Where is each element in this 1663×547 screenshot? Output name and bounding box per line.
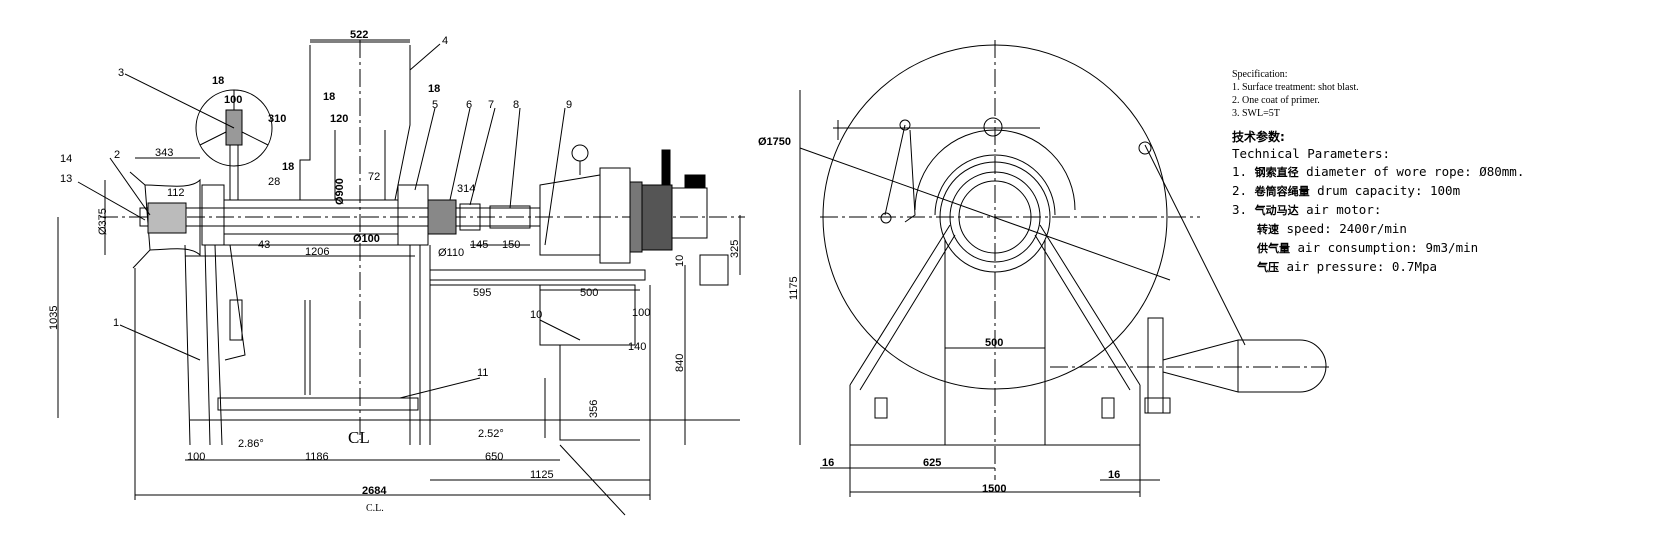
dim-72: 72 [368, 171, 380, 183]
specification-item: 2. One coat of primer. [1232, 95, 1320, 106]
technical-title-en: Technical Parameters: [1232, 146, 1391, 161]
dim-1125: 1125 [530, 469, 554, 481]
technical-subrow: 气压 air pressure: 0.7Mpa [1232, 258, 1652, 277]
dim-side-500: 500 [985, 337, 1003, 349]
subrow-label-cn: 气压 [1257, 261, 1279, 274]
row-number: 3. [1232, 202, 1248, 217]
dim-43: 43 [258, 239, 270, 251]
dim-314: 314 [457, 183, 475, 195]
row-number: 2. [1232, 183, 1248, 198]
centre-line-label: CL [348, 428, 370, 447]
technical-row: 1. 钢索直径 diameter of wore rope: Ø80mm. [1232, 163, 1652, 182]
dim-310: 310 [268, 113, 286, 125]
dim-18-d: 18 [282, 161, 294, 173]
notes-block: Specification: 1. Surface treatment: sho… [1232, 68, 1652, 277]
part-7: 7 [488, 99, 494, 111]
technical-subrow: 供气量 air consumption: 9m3/min [1232, 239, 1652, 258]
part-5: 5 [432, 99, 438, 111]
row-label-cn: 钢索直径 [1254, 166, 1299, 179]
technical-row: 2. 卷筒容绳量 drum capacity: 100m [1232, 182, 1652, 201]
side-view [799, 40, 1330, 497]
dim-angle-286: 2.86° [238, 438, 264, 450]
dim-150: 150 [502, 239, 520, 251]
part-6: 6 [466, 99, 472, 111]
row-number: 1. [1232, 164, 1248, 179]
dim-100-top: 100 [224, 94, 242, 106]
technical-subrow: 转速 speed: 2400r/min [1232, 220, 1652, 239]
dim-dia-1750: Ø1750 [758, 136, 791, 148]
dim-356: 356 [588, 400, 600, 418]
dim-112: 112 [167, 187, 185, 199]
dim-10: 10 [674, 255, 686, 267]
dim-145: 145 [470, 239, 488, 251]
dim-1186: 1186 [305, 451, 329, 463]
dim-625: 625 [923, 457, 941, 469]
dim-18-b: 18 [323, 91, 335, 103]
dim-18-a: 18 [212, 75, 224, 87]
part-4: 4 [442, 35, 448, 47]
dim-140: 140 [628, 341, 646, 353]
part-13: 13 [60, 173, 72, 185]
dim-1175: 1175 [788, 276, 800, 300]
centre-line-label-bottom: C.L. [366, 503, 384, 514]
dim-16-a: 16 [822, 457, 834, 469]
dim-650: 650 [485, 451, 503, 463]
dim-595: 595 [473, 287, 491, 299]
part-14: 14 [60, 153, 72, 165]
row-label-en: diameter of wore rope: Ø80mm. [1298, 164, 1525, 179]
part-11: 11 [477, 367, 488, 379]
dim-120: 120 [330, 113, 348, 125]
subrow-label-cn: 转速 [1257, 223, 1279, 236]
part-2: 2 [114, 149, 120, 161]
dim-2684: 2684 [362, 485, 387, 497]
dim-522: 522 [350, 29, 368, 41]
front-view-labels: 522 18 18 18 18 100 310 120 343 112 28 7… [48, 29, 741, 514]
part-1: 1 [113, 317, 119, 329]
specification-item: 1. Surface treatment: shot blast. [1232, 82, 1359, 93]
dim-dia-110: Ø110 [438, 247, 464, 259]
row-label-cn: 气动马达 [1254, 204, 1299, 217]
subrow-label-cn: 供气量 [1257, 242, 1290, 255]
dim-dia-375: Ø375 [97, 208, 109, 235]
row-label-en: drum capacity: 100m [1309, 183, 1461, 198]
dim-1035: 1035 [48, 306, 60, 330]
dim-1206: 1206 [305, 246, 329, 258]
dim-343: 343 [155, 147, 173, 159]
side-view-labels: Ø1750 1175 500 16 625 16 1500 [758, 136, 1120, 495]
dim-840: 840 [674, 354, 686, 372]
row-label-cn: 卷筒容绳量 [1254, 185, 1310, 198]
dim-angle-252: 2.52° [478, 428, 504, 440]
front-view [57, 39, 745, 516]
dim-18-c: 18 [428, 83, 440, 95]
dim-325: 325 [729, 240, 741, 258]
subrow-label-en: speed: 2400r/min [1279, 221, 1407, 236]
dim-28: 28 [268, 176, 280, 188]
technical-row: 3. 气动马达 air motor: [1232, 201, 1652, 220]
specification-item: 3. SWL=5T [1232, 108, 1280, 119]
subrow-label-en: air consumption: 9m3/min [1290, 240, 1479, 255]
subrow-label-en: air pressure: 0.7Mpa [1279, 259, 1438, 274]
part-8: 8 [513, 99, 519, 111]
dim-100-b: 100 [632, 307, 650, 319]
part-9: 9 [566, 99, 572, 111]
dim-dia-900: Ø900 [334, 178, 346, 205]
specification-heading: Specification: [1232, 69, 1288, 80]
dim-100-c: 100 [187, 451, 205, 463]
row-label-en: air motor: [1298, 202, 1382, 217]
dim-16-b: 16 [1108, 469, 1120, 481]
part-10: 10 [530, 309, 542, 321]
technical-title-cn: 技术参数: [1232, 130, 1285, 144]
part-3: 3 [118, 67, 124, 79]
dim-1500: 1500 [982, 483, 1006, 495]
dim-dia-100: Ø100 [353, 233, 380, 245]
dim-500: 500 [580, 287, 598, 299]
